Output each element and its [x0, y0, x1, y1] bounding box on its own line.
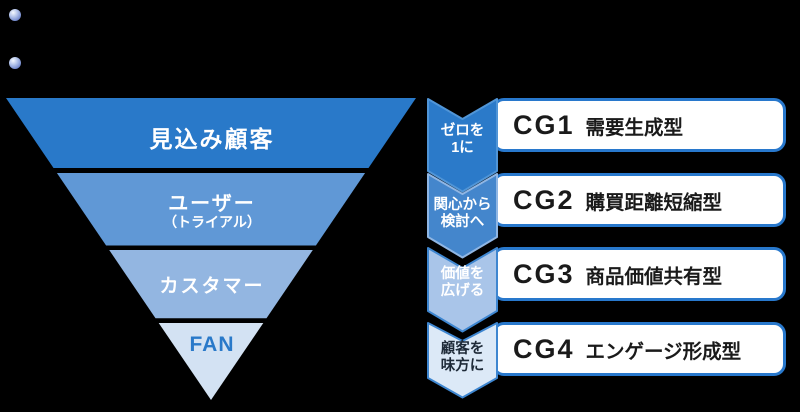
stage-1-code: CG1 [513, 109, 575, 140]
sphere-bullet-icon [9, 57, 21, 69]
stage-3-chevron-line1: 価値を [440, 266, 485, 282]
stage-2-chevron-label: 関心から 検討へ [427, 197, 498, 230]
stage-3-code: CG3 [513, 258, 575, 289]
funnel-level-4-shape [158, 323, 264, 400]
stage-4-chevron-line1: 顧客を [440, 341, 485, 357]
stage-1-chevron-icon [427, 98, 498, 193]
stage-3-chevron-label: 価値を 広げる [427, 266, 498, 299]
stage-2-box: CG2 購買距離短縮型 [492, 173, 786, 227]
sphere-bullet-icon [9, 9, 21, 21]
funnel-level-3-shape [109, 250, 313, 319]
stage-2-chevron-icon [427, 173, 498, 259]
stage-4-chevron-label: 顧客を 味方に [427, 341, 498, 374]
stage-3-box: CG3 商品価値共有型 [492, 247, 786, 301]
stage-1-box: CG1 需要生成型 [492, 98, 786, 152]
stage-1-chevron-line2: 1に [451, 139, 474, 156]
stage-1-chevron-label: ゼロを 1に [427, 123, 498, 156]
stage-4-box: CG4 エンゲージ形成型 [492, 322, 786, 376]
stage-2-code: CG2 [513, 184, 575, 215]
stage-4-title: エンゲージ形成型 [585, 340, 742, 363]
funnel-level-2-shape [56, 173, 366, 246]
funnel-level-1-shape [6, 98, 416, 168]
stage-4-chevron-line2: 味方に [440, 357, 485, 374]
stage-4-chevron-icon [427, 322, 498, 399]
stage-3-title: 商品価値共有型 [585, 265, 723, 288]
stage-4-code: CG4 [513, 333, 575, 364]
stage-2-chevron-line1: 関心から [433, 197, 492, 213]
stage-1-title: 需要生成型 [585, 116, 684, 139]
stage-3-chevron-line2: 広げる [440, 282, 485, 299]
funnel-graphic [6, 98, 416, 400]
stage-3-chevron-icon [427, 247, 498, 333]
stage-2-chevron-line2: 検討へ [440, 213, 485, 230]
stage-2-title: 購買距離短縮型 [585, 191, 723, 214]
stage-1-chevron-line1: ゼロを [440, 123, 485, 139]
